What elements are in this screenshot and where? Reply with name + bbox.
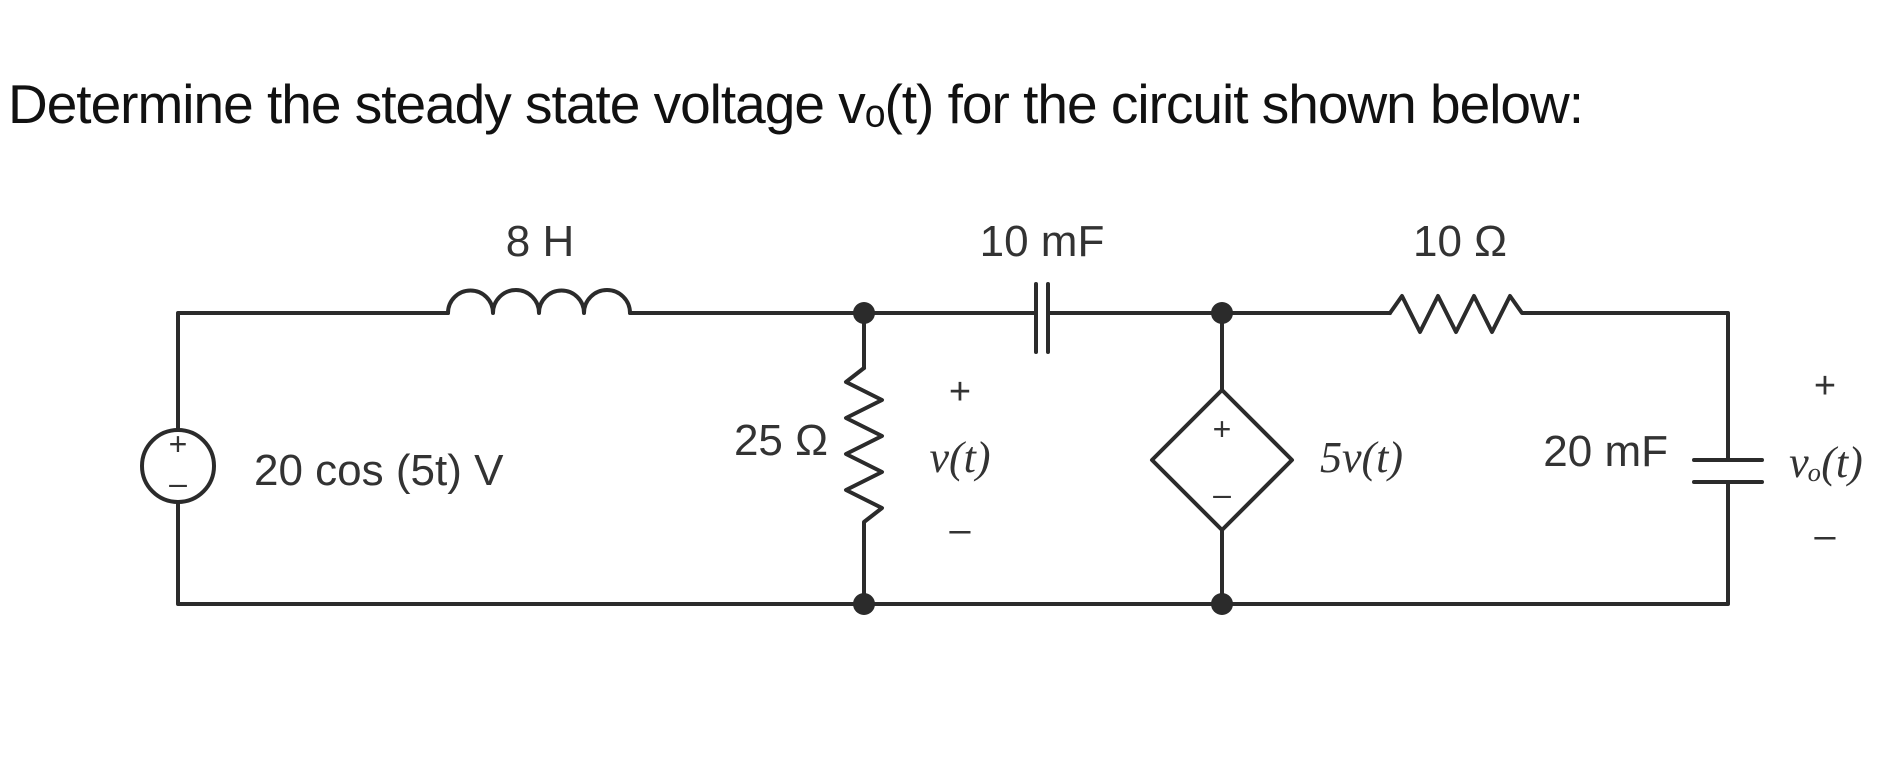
node-junction [853,593,875,615]
output-voltage-marker: + vₒ(t) – [1789,365,1863,557]
vo-plus-sign: + [1814,365,1836,407]
v-label: v(t) [929,433,990,482]
inductor-label: 8 H [506,217,574,266]
inductor: 8 H [446,217,632,315]
wire-top-left [176,311,450,432]
resistor-shunt: 25 Ω [734,366,884,542]
nodes [853,302,1233,615]
v-minus-sign: – [949,509,971,551]
resistor-shunt-label: 25 Ω [734,416,828,465]
node-junction [1211,593,1233,615]
capacitor-2-label: 20 mF [1543,427,1668,476]
voltage-source-symbol [140,428,216,504]
v-plus-sign: + [949,371,971,413]
capacitor-1-label: 10 mF [980,217,1105,266]
voltage-source: + – 20 cos (5t) V [140,426,504,504]
source-minus-sign: – [169,465,187,501]
dependent-source-symbol [1150,388,1294,532]
resistor-top-label: 10 Ω [1413,217,1507,266]
dependent-plus-sign: + [1213,411,1232,447]
inductor-symbol [446,288,632,315]
source-plus-sign: + [169,426,188,462]
wire-right-lower [176,480,1730,606]
vo-label: vₒ(t) [1789,438,1863,487]
wire-resistor-to-right [1528,311,1730,462]
vo-minus-sign: – [1814,515,1836,557]
dependent-minus-sign: – [1213,476,1231,512]
question-text: Determine the steady state voltage vₒ(t)… [8,73,1584,135]
node-junction [1211,302,1233,324]
resistor-top-symbol [1388,294,1532,334]
source-label: 20 cos (5t) V [254,446,504,495]
capacitor-1: 10 mF [980,217,1105,354]
capacitor-2: 20 mF [1543,427,1764,484]
voltage-v-marker: + v(t) – [929,371,990,551]
resistor-shunt-symbol [844,366,884,542]
node-junction [853,302,875,324]
dependent-source: + – 5v(t) [1150,388,1403,532]
dependent-source-label: 5v(t) [1320,433,1403,482]
resistor-top: 10 Ω [1388,217,1532,334]
